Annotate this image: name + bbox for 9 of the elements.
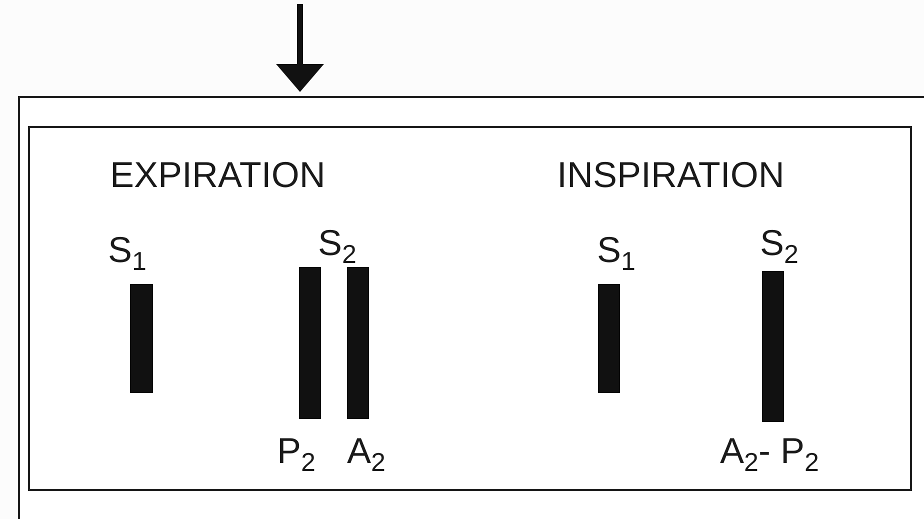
phase-heading: INSPIRATION <box>557 157 784 193</box>
component-label: A$_{2}$ <box>347 433 386 475</box>
sound-label: S$_{1}$ <box>108 232 146 274</box>
sound-label: S$_{1}$ <box>597 232 636 274</box>
sound-label: S$_{2}$ <box>760 225 798 267</box>
component-label: A$_{2}$- P$_{2}$ <box>720 433 819 475</box>
component-label: P$_{2}$ <box>277 433 316 475</box>
sound-label: S$_{2}$ <box>318 225 356 267</box>
phase-heading: EXPIRATION <box>110 157 326 193</box>
